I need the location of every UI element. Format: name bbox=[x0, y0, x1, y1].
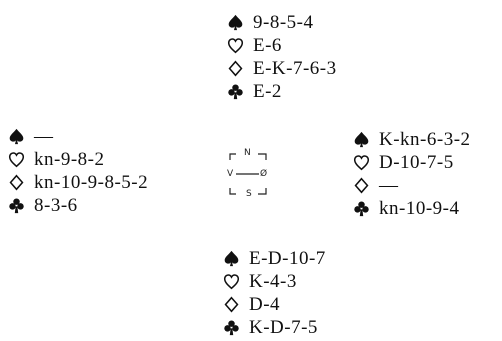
hand-east: K-kn-6-3-2 D-10-7-5 — kn-10-9-4 bbox=[352, 128, 471, 220]
west-hearts-row: kn-9-8-2 bbox=[7, 148, 148, 171]
north-clubs-row: E-2 bbox=[226, 80, 337, 103]
spade-icon bbox=[226, 14, 244, 31]
south-diamonds-row: D-4 bbox=[222, 293, 326, 316]
south-clubs-row: K-D-7-5 bbox=[222, 316, 326, 339]
diamond-icon bbox=[7, 174, 25, 191]
hand-south: E-D-10-7 K-4-3 D-4 K-D-7-5 bbox=[222, 247, 326, 339]
heart-icon bbox=[226, 37, 244, 54]
heart-icon bbox=[7, 151, 25, 168]
hand-west: — kn-9-8-2 kn-10-9-8-5-2 8-3-6 bbox=[7, 125, 148, 217]
south-spades: E-D-10-7 bbox=[249, 247, 326, 269]
heart-icon bbox=[222, 273, 240, 290]
east-spades-row: K-kn-6-3-2 bbox=[352, 128, 471, 151]
spade-icon bbox=[352, 131, 370, 148]
north-diamonds: E-K-7-6-3 bbox=[253, 57, 337, 79]
north-hearts: E-6 bbox=[253, 34, 282, 56]
south-diamonds: D-4 bbox=[249, 293, 281, 315]
east-hearts: D-10-7-5 bbox=[379, 151, 454, 173]
west-clubs-row: 8-3-6 bbox=[7, 194, 148, 217]
diamond-icon bbox=[222, 296, 240, 313]
west-diamonds-row: kn-10-9-8-5-2 bbox=[7, 171, 148, 194]
club-icon bbox=[222, 319, 240, 336]
club-icon bbox=[7, 197, 25, 214]
west-spades-row: — bbox=[7, 125, 148, 148]
compass-frame bbox=[229, 153, 267, 195]
spade-icon bbox=[222, 250, 240, 267]
south-hearts: K-4-3 bbox=[249, 270, 297, 292]
east-hearts-row: D-10-7-5 bbox=[352, 151, 471, 174]
club-icon bbox=[226, 83, 244, 100]
north-diamonds-row: E-K-7-6-3 bbox=[226, 57, 337, 80]
south-clubs: K-D-7-5 bbox=[249, 316, 318, 338]
south-hearts-row: K-4-3 bbox=[222, 270, 326, 293]
diamond-icon bbox=[226, 60, 244, 77]
east-spades: K-kn-6-3-2 bbox=[379, 128, 471, 150]
club-icon bbox=[352, 200, 370, 217]
north-spades: 9-8-5-4 bbox=[253, 11, 314, 33]
compass-east: Ø bbox=[260, 169, 268, 179]
east-clubs: kn-10-9-4 bbox=[379, 197, 460, 219]
heart-icon bbox=[352, 154, 370, 171]
compass-box: N V Ø S bbox=[222, 144, 284, 206]
west-hearts: kn-9-8-2 bbox=[34, 148, 105, 170]
compass-south: S bbox=[246, 189, 252, 199]
north-hearts-row: E-6 bbox=[226, 34, 337, 57]
diamond-icon bbox=[352, 177, 370, 194]
spade-icon bbox=[7, 128, 25, 145]
east-diamonds: — bbox=[379, 174, 399, 196]
west-spades: — bbox=[34, 125, 54, 147]
hand-north: 9-8-5-4 E-6 E-K-7-6-3 E-2 bbox=[226, 11, 337, 103]
west-diamonds: kn-10-9-8-5-2 bbox=[34, 171, 149, 193]
compass-west: V bbox=[227, 169, 234, 179]
east-clubs-row: kn-10-9-4 bbox=[352, 197, 471, 220]
north-clubs: E-2 bbox=[253, 80, 282, 102]
compass-north: N bbox=[244, 148, 251, 158]
south-spades-row: E-D-10-7 bbox=[222, 247, 326, 270]
north-spades-row: 9-8-5-4 bbox=[226, 11, 337, 34]
east-diamonds-row: — bbox=[352, 174, 471, 197]
west-clubs: 8-3-6 bbox=[34, 194, 78, 216]
